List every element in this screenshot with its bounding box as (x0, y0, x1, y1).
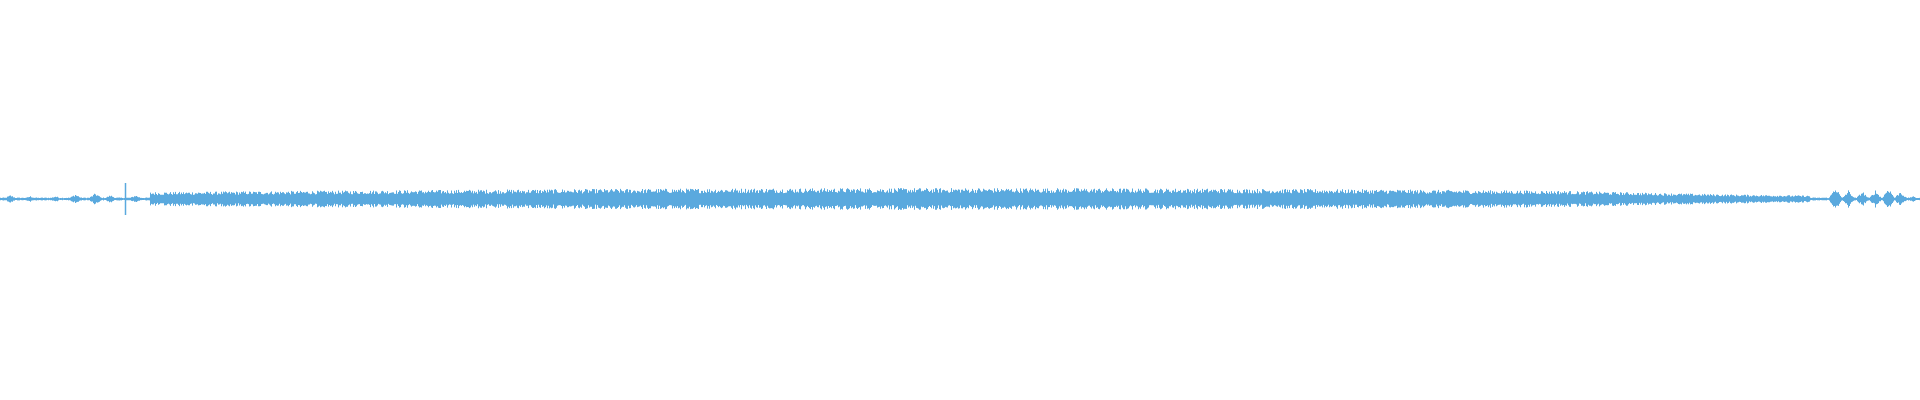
waveform-path (0, 188, 1920, 210)
waveform-amplitude-bars (0, 188, 1920, 210)
